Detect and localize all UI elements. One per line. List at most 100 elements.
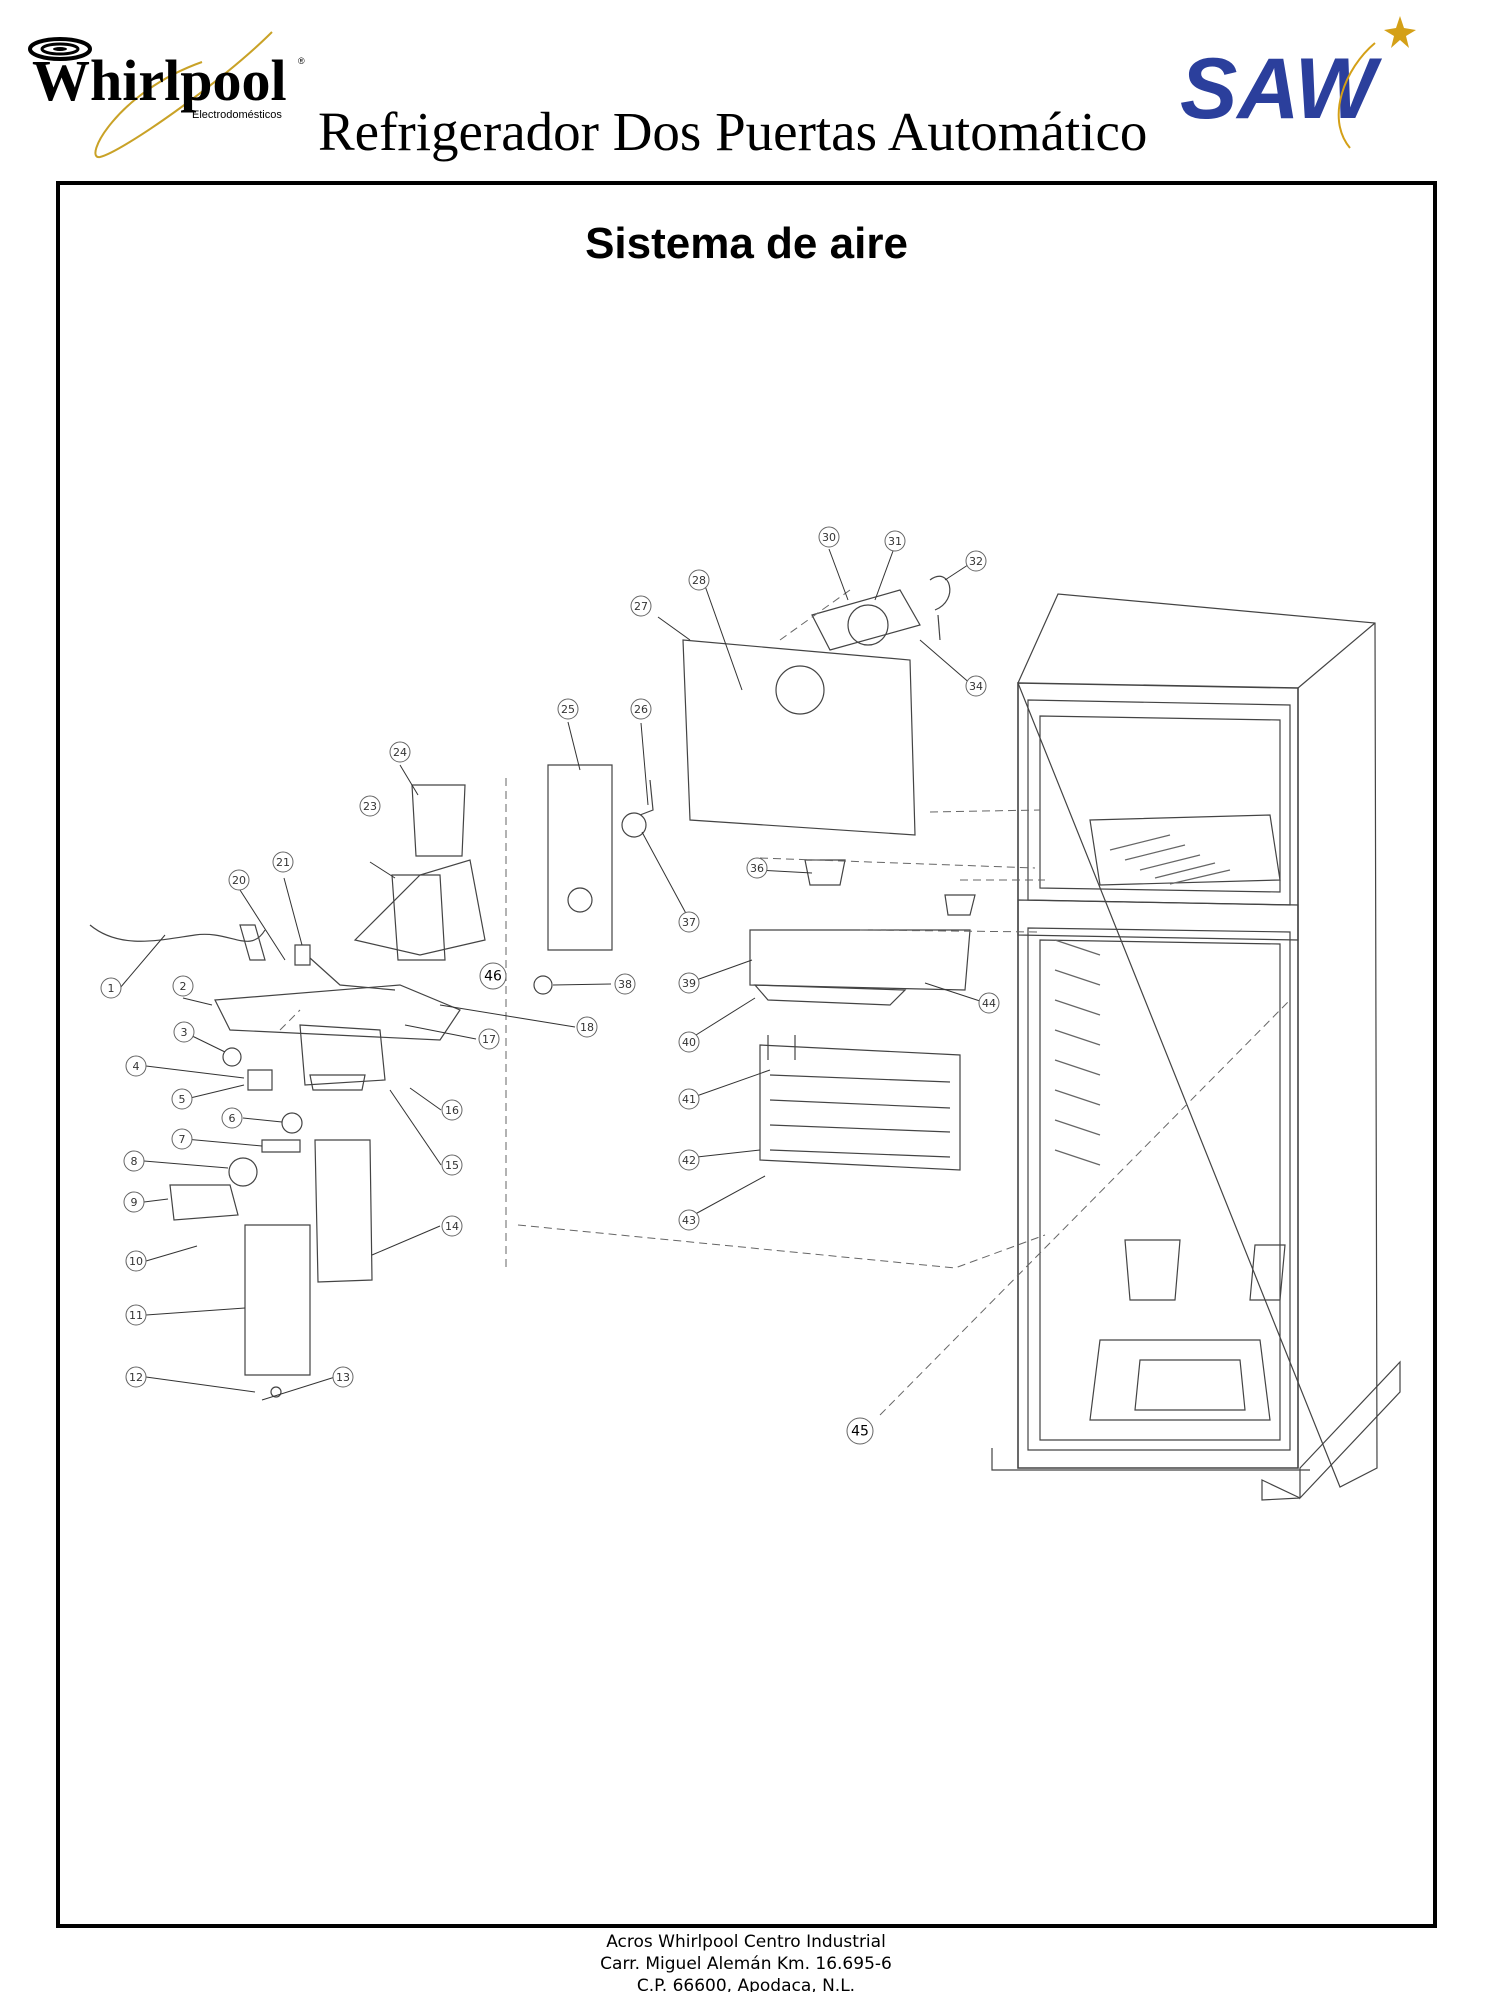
svg-text:26: 26: [634, 703, 648, 716]
footer-line-2: Carr. Miguel Alemán Km. 16.695-6: [600, 1954, 892, 1974]
svg-text:6: 6: [229, 1112, 236, 1125]
svg-text:39: 39: [682, 977, 696, 990]
callout-23: 23: [359, 795, 381, 817]
callout-32: 32: [965, 550, 987, 572]
svg-text:27: 27: [634, 600, 648, 613]
svg-text:31: 31: [888, 535, 902, 548]
svg-text:30: 30: [822, 531, 836, 544]
shade-9: [169, 1184, 239, 1221]
bracket-7: [261, 1139, 301, 1153]
svg-text:13: 13: [336, 1371, 350, 1384]
harness-32: [929, 575, 951, 611]
callout-37: 37: [678, 911, 700, 933]
callout-10: 10: [125, 1250, 147, 1272]
svg-text:25: 25: [561, 703, 575, 716]
svg-text:4: 4: [133, 1060, 140, 1073]
callout-40: 40: [678, 1031, 700, 1053]
svg-text:42: 42: [682, 1154, 696, 1167]
svg-text:5: 5: [179, 1093, 186, 1106]
callout-11: 11: [125, 1304, 147, 1326]
svg-text:15: 15: [445, 1159, 459, 1172]
plate-24: [411, 784, 466, 857]
svg-text:14: 14: [445, 1220, 459, 1233]
svg-text:8: 8: [131, 1155, 138, 1168]
callout-4: 4: [125, 1055, 147, 1077]
part-5: [247, 1069, 273, 1091]
saw-logo: SAW: [1180, 16, 1416, 149]
svg-text:37: 37: [682, 916, 696, 929]
svg-text:9: 9: [131, 1196, 138, 1209]
svg-text:17: 17: [482, 1033, 496, 1046]
callout-17: 17: [478, 1028, 500, 1050]
panel-14: [314, 1139, 373, 1283]
whirlpool-wordmark: Whirlpool: [32, 48, 287, 113]
evaporator-coils-cabinet: [1054, 939, 1101, 1166]
callout-41: 41: [678, 1088, 700, 1110]
control-housing-25: [547, 764, 613, 951]
svg-text:10: 10: [129, 1255, 143, 1268]
wire-harness-1: [89, 924, 266, 942]
air-duct-2: [214, 984, 461, 1041]
knob-38: [533, 975, 553, 995]
callout-18: 18: [576, 1016, 598, 1038]
callout-26: 26: [630, 698, 652, 720]
callout-31: 31: [884, 530, 906, 552]
callout-27: 27: [630, 595, 652, 617]
svg-text:7: 7: [179, 1133, 186, 1146]
cover-17: [299, 1024, 386, 1086]
svg-text:34: 34: [969, 680, 983, 693]
callout-8: 8: [123, 1150, 145, 1172]
callout-39: 39: [678, 972, 700, 994]
svg-text:45: 45: [851, 1424, 869, 1440]
part-36: [804, 859, 846, 886]
callout-14: 14: [441, 1215, 463, 1237]
callout-2: 2: [172, 975, 194, 997]
shield-40: [753, 984, 907, 1006]
damper-housing-23: [353, 859, 486, 956]
whirlpool-subtitle: Electrodomésticos: [192, 109, 282, 121]
callout-1: 1: [100, 977, 122, 999]
callout-6: 6: [221, 1107, 243, 1129]
callout-20: 20: [228, 869, 250, 891]
diagram-frame: Sistema de aire: [56, 181, 1437, 1928]
svg-text:11: 11: [129, 1309, 143, 1322]
callout-43: 43: [678, 1209, 700, 1231]
callout-24: 24: [389, 741, 411, 763]
svg-text:3: 3: [181, 1026, 188, 1039]
callout-21: 21: [272, 851, 294, 873]
callout-30: 30: [818, 526, 840, 548]
svg-text:2: 2: [180, 980, 187, 993]
svg-text:23: 23: [363, 800, 377, 813]
svg-text:36: 36: [750, 862, 764, 875]
svg-text:44: 44: [982, 997, 996, 1010]
callout-15: 15: [441, 1154, 463, 1176]
svg-text:18: 18: [580, 1021, 594, 1034]
fan-30: [847, 604, 889, 646]
callout-36: 36: [746, 857, 768, 879]
callout-45: 45: [846, 1417, 874, 1445]
callout-46: 46: [479, 962, 507, 990]
callout-34: 34: [965, 675, 987, 697]
callout-25: 25: [557, 698, 579, 720]
part-37: [621, 812, 647, 838]
thermostat-21: [294, 944, 311, 966]
svg-text:20: 20: [232, 874, 246, 887]
footer-line-1: Acros Whirlpool Centro Industrial: [606, 1932, 886, 1952]
section-title: Sistema de aire: [585, 219, 908, 268]
callout-12: 12: [125, 1366, 147, 1388]
svg-text:16: 16: [445, 1104, 459, 1117]
svg-text:38: 38: [618, 978, 632, 991]
refrigerator-cabinet: [991, 593, 1401, 1501]
svg-text:43: 43: [682, 1214, 696, 1227]
freezer-rack-lines: [1109, 834, 1231, 885]
callout-16: 16: [441, 1099, 463, 1121]
svg-text:®: ®: [298, 56, 305, 66]
callout-38: 38: [614, 973, 636, 995]
footer-line-3: C.P. 66600, Apodaca, N.L.: [636, 1976, 856, 1992]
svg-text:24: 24: [393, 746, 407, 759]
svg-text:21: 21: [276, 856, 290, 869]
svg-text:46: 46: [484, 969, 502, 985]
svg-text:32: 32: [969, 555, 983, 568]
document-title: Refrigerador Dos Puertas Automático: [318, 101, 1148, 162]
